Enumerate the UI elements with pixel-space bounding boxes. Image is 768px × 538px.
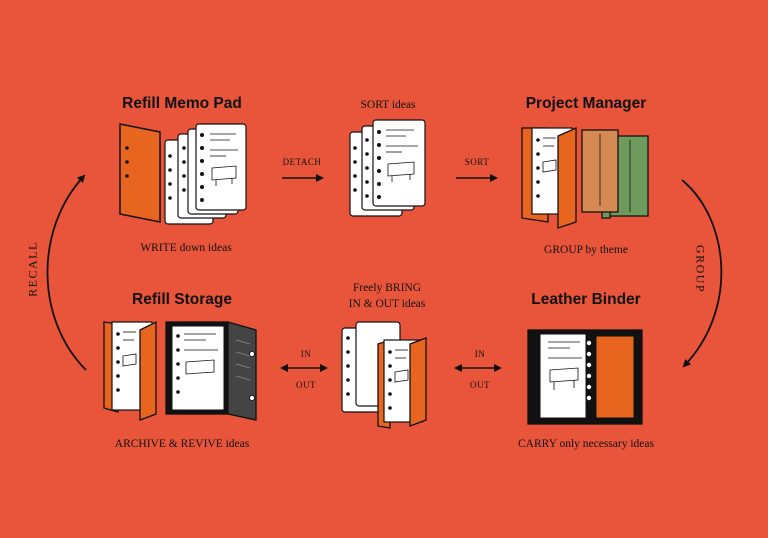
project-manager-illustration <box>521 126 649 229</box>
leather-binder-caption: CARRY only necessary ideas <box>518 438 654 450</box>
refill-storage-caption: ARCHIVE & REVIVE ideas <box>114 438 250 450</box>
recall-label: RECALL <box>25 241 40 297</box>
sort-ideas-caption: SORT ideas <box>360 99 416 111</box>
project-manager-title: Project Manager <box>525 95 647 112</box>
refill-memo-pad-illustration <box>119 123 247 225</box>
project-manager-caption: GROUP by theme <box>544 244 628 256</box>
leather-binder-illustration <box>527 329 643 425</box>
sort-label: SORT <box>464 157 490 167</box>
leather-binder-title: Leather Binder <box>531 291 641 308</box>
in-label-left: IN <box>300 349 312 359</box>
sort-ideas-illustration <box>349 119 426 217</box>
group-arc-arrow <box>681 179 723 368</box>
refill-storage-title: Refill Storage <box>132 291 232 308</box>
refill-memo-pad-caption: WRITE down ideas <box>140 242 232 254</box>
detach-label: DETACH <box>282 157 322 167</box>
recall-arc-arrow <box>46 174 87 371</box>
in-label-right: IN <box>474 349 486 359</box>
refill-storage-illustration <box>103 320 257 421</box>
bring-in-out-illustration <box>341 321 427 429</box>
out-label-right: OUT <box>470 380 490 390</box>
refill-memo-pad-title: Refill Memo Pad <box>122 95 242 112</box>
group-label: GROUP <box>693 244 708 294</box>
bring-caption-line1: Freely BRING <box>352 282 422 294</box>
out-label-left: OUT <box>296 380 316 390</box>
bring-caption-line2: IN & OUT ideas <box>348 298 426 310</box>
